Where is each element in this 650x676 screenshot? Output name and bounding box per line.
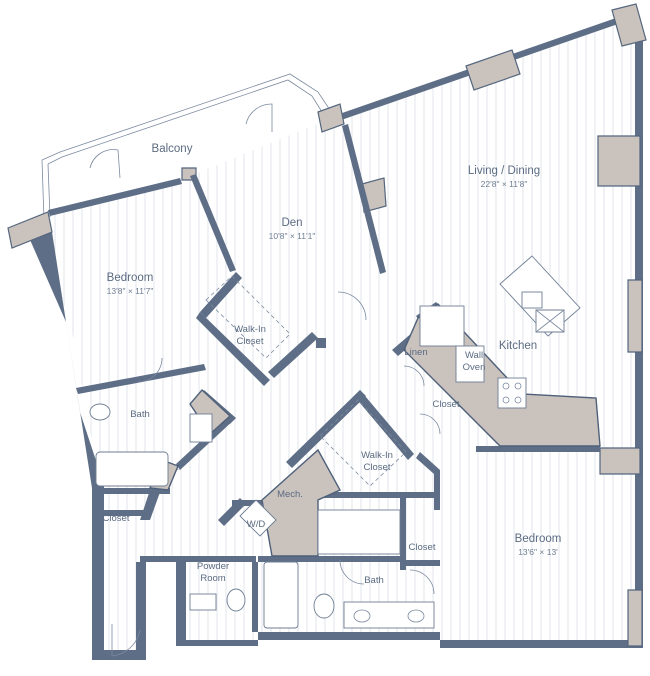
den-dimensions: 10'8" × 11'1" <box>269 231 316 241</box>
toilet-icon <box>89 403 111 421</box>
linen-label: Linen <box>404 347 427 358</box>
bedroom1-dimensions: 13'8" × 11'7" <box>107 286 154 296</box>
shower-icon <box>263 561 299 629</box>
kitchen-label: Kitchen <box>499 340 537 352</box>
bedroom2-dimensions: 13'6" × 13' <box>518 547 558 557</box>
cooktop-icon <box>497 377 527 409</box>
balcony-label: Balcony <box>152 143 193 155</box>
vanity-icon <box>343 601 435 629</box>
wall-oven-label-line2: Oven <box>463 362 486 373</box>
powder-toilet-icon <box>226 588 246 612</box>
kitchen-fixtures <box>419 255 581 409</box>
walkin2-label-line1: Walk-In <box>361 450 393 461</box>
refrigerator <box>419 305 465 347</box>
walkin1-label-line2: Closet <box>237 336 264 347</box>
bedroom1-label: Bedroom <box>107 272 154 284</box>
closet-hall-label: Closet <box>433 399 460 410</box>
powder-sink-icon <box>189 593 217 611</box>
wd-label: W/D <box>247 519 266 530</box>
walkin1-label-line1: Walk-In <box>234 324 266 335</box>
wall-oven-label-line1: Wall <box>465 350 483 361</box>
bed2-tub-icon <box>317 509 401 555</box>
walkin2-label-line2: Closet <box>364 462 391 473</box>
wall-oven-unit <box>455 345 485 383</box>
powder-label-line1: Powder <box>197 561 229 572</box>
sink-icon <box>189 413 213 443</box>
powder-fixtures <box>189 588 246 612</box>
bath2-fixtures <box>263 509 435 629</box>
den-label: Den <box>281 217 302 229</box>
bedroom2-label: Bedroom <box>515 533 562 545</box>
living-dining-dimensions: 22'8" × 11'8" <box>481 179 528 189</box>
closet-bed2-label: Closet <box>409 542 436 553</box>
doors <box>111 291 441 657</box>
powder-label-line2: Room <box>200 573 225 584</box>
toilet-icon <box>313 593 335 619</box>
bath2-label: Bath <box>364 575 384 586</box>
laundry-mech <box>205 275 407 537</box>
closet-entry-label: Closet <box>103 513 130 524</box>
bath1-label: Bath <box>130 409 150 420</box>
island-sink-icon <box>521 291 543 309</box>
bath1-fixtures <box>89 403 213 487</box>
living-dining-label: Living / Dining <box>468 165 540 177</box>
mech-label: Mech. <box>277 489 303 500</box>
bathtub-icon <box>95 451 169 487</box>
